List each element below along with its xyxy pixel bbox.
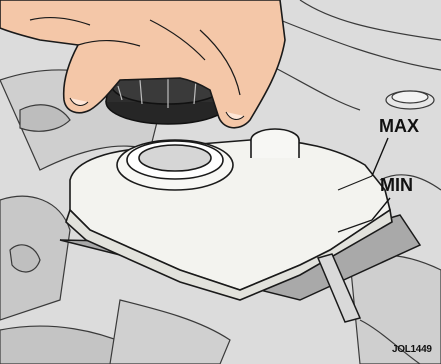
- max-level-label: MAX: [379, 117, 419, 135]
- figure-code: JOL1449: [392, 345, 432, 355]
- min-level-label: MIN: [380, 176, 413, 194]
